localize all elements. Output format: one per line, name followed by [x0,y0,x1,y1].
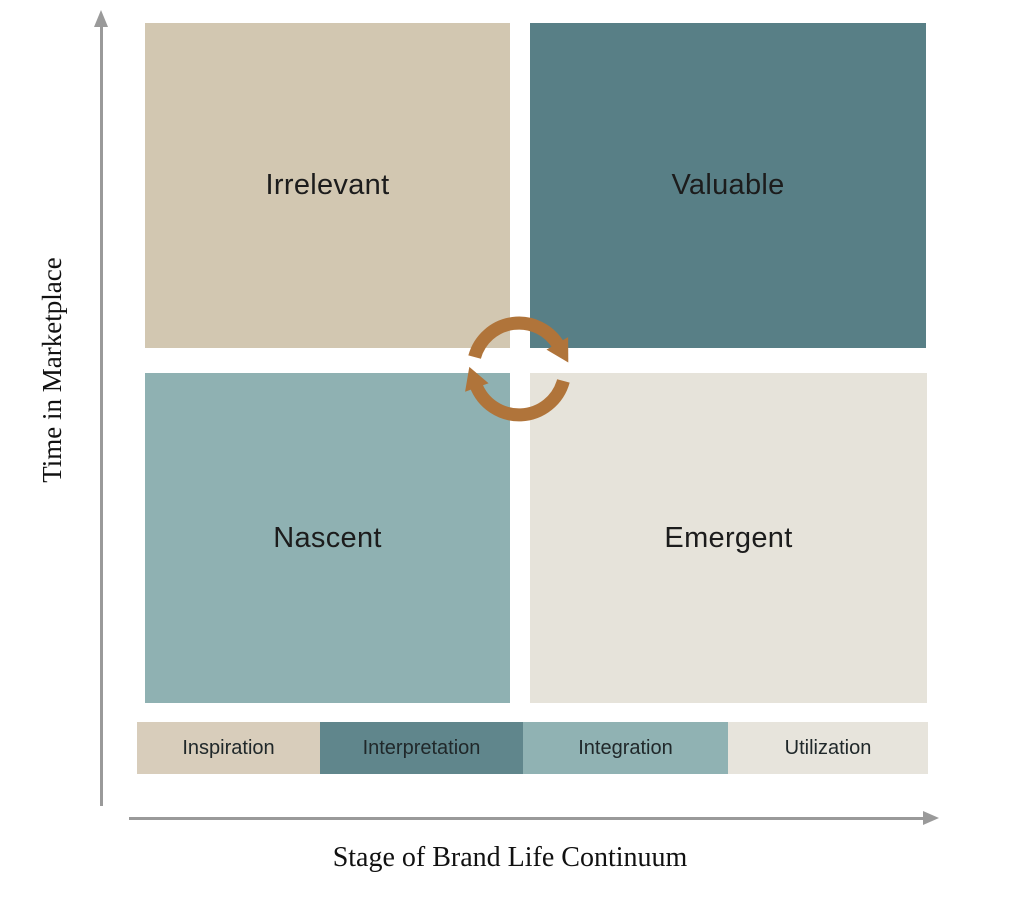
cycle-arrows-icon [465,316,570,422]
legend-item-interpretation-label: Interpretation [362,736,481,759]
quadrant-valuable-label: Valuable [671,169,785,201]
legend-item-interpretation: Interpretation [320,722,523,774]
x-axis-label: Stage of Brand Life Continuum [332,842,688,873]
legend-item-integration: Integration [523,722,728,774]
quadrant-nascent: Nascent [145,373,510,703]
quadrant-nascent-label: Nascent [273,521,382,554]
x-axis-line [129,817,925,820]
legend-item-utilization: Utilization [728,722,928,774]
quadrant-emergent-label: Emergent [664,521,793,554]
legend-item-inspiration: Inspiration [137,722,320,774]
legend-item-integration-label: Integration [578,736,673,759]
quadrant-irrelevant-label: Irrelevant [265,169,390,201]
y-axis-label: Time in Marketplace [37,257,67,483]
quadrant-irrelevant: Irrelevant [145,23,510,348]
legend-bar: Inspiration Interpretation Integration U… [137,722,928,774]
legend-item-inspiration-label: Inspiration [182,736,275,759]
y-axis-line [100,24,103,806]
legend-item-utilization-label: Utilization [784,736,872,759]
quadrant-emergent: Emergent [530,373,927,703]
arrow-up-icon [94,10,108,27]
quadrant-valuable: Valuable [530,23,926,348]
arrow-right-icon [923,811,939,825]
